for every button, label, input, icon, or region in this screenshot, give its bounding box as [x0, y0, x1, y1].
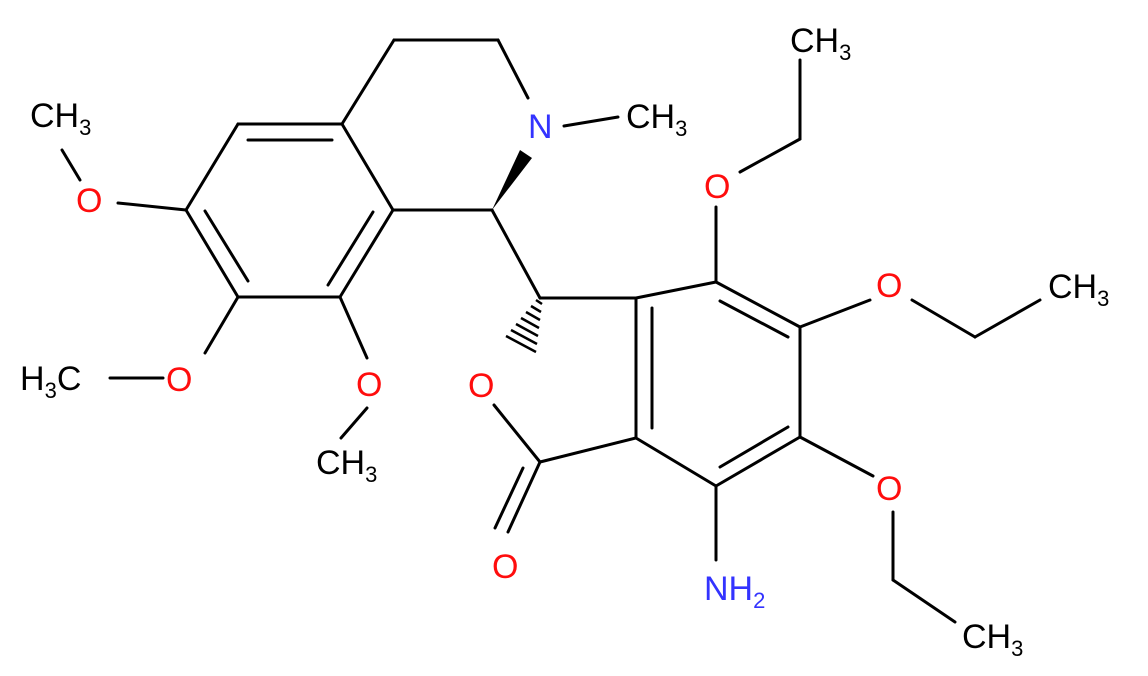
label-o-left-bot: O [356, 366, 382, 404]
label-nh2: NH2 [704, 570, 765, 613]
label-o-carbonyl: O [492, 548, 518, 586]
label-h3c-left-mid: H3C [20, 360, 81, 403]
bond-lines [60, 38, 1042, 624]
label-o-ethoxy-mid: O [876, 267, 902, 305]
hashed-bond [505, 298, 543, 354]
label-o-ring: O [468, 367, 494, 405]
label-ch3-ethoxy-bot: CH3 [962, 618, 1023, 661]
wedge-bond [492, 150, 532, 210]
label-ch3-left-bot: CH3 [316, 444, 377, 487]
label-ch3-n: CH3 [626, 98, 687, 141]
label-o-ethoxy-bot: O [876, 470, 902, 508]
label-n-ring: N [528, 108, 553, 146]
label-o-left-top: O [76, 182, 102, 220]
label-o-left-mid: O [166, 361, 192, 399]
label-ch3-ethoxy-mid: CH3 [1048, 268, 1109, 311]
label-ch3-left-top: CH3 [30, 97, 91, 140]
atom-labels: CH3 N CH3 CH3 O H3C O O CH3 O O CH3 O O … [20, 22, 1109, 661]
label-ch3-top-right: CH3 [790, 22, 851, 65]
label-o-ethoxy-top: O [704, 168, 730, 206]
